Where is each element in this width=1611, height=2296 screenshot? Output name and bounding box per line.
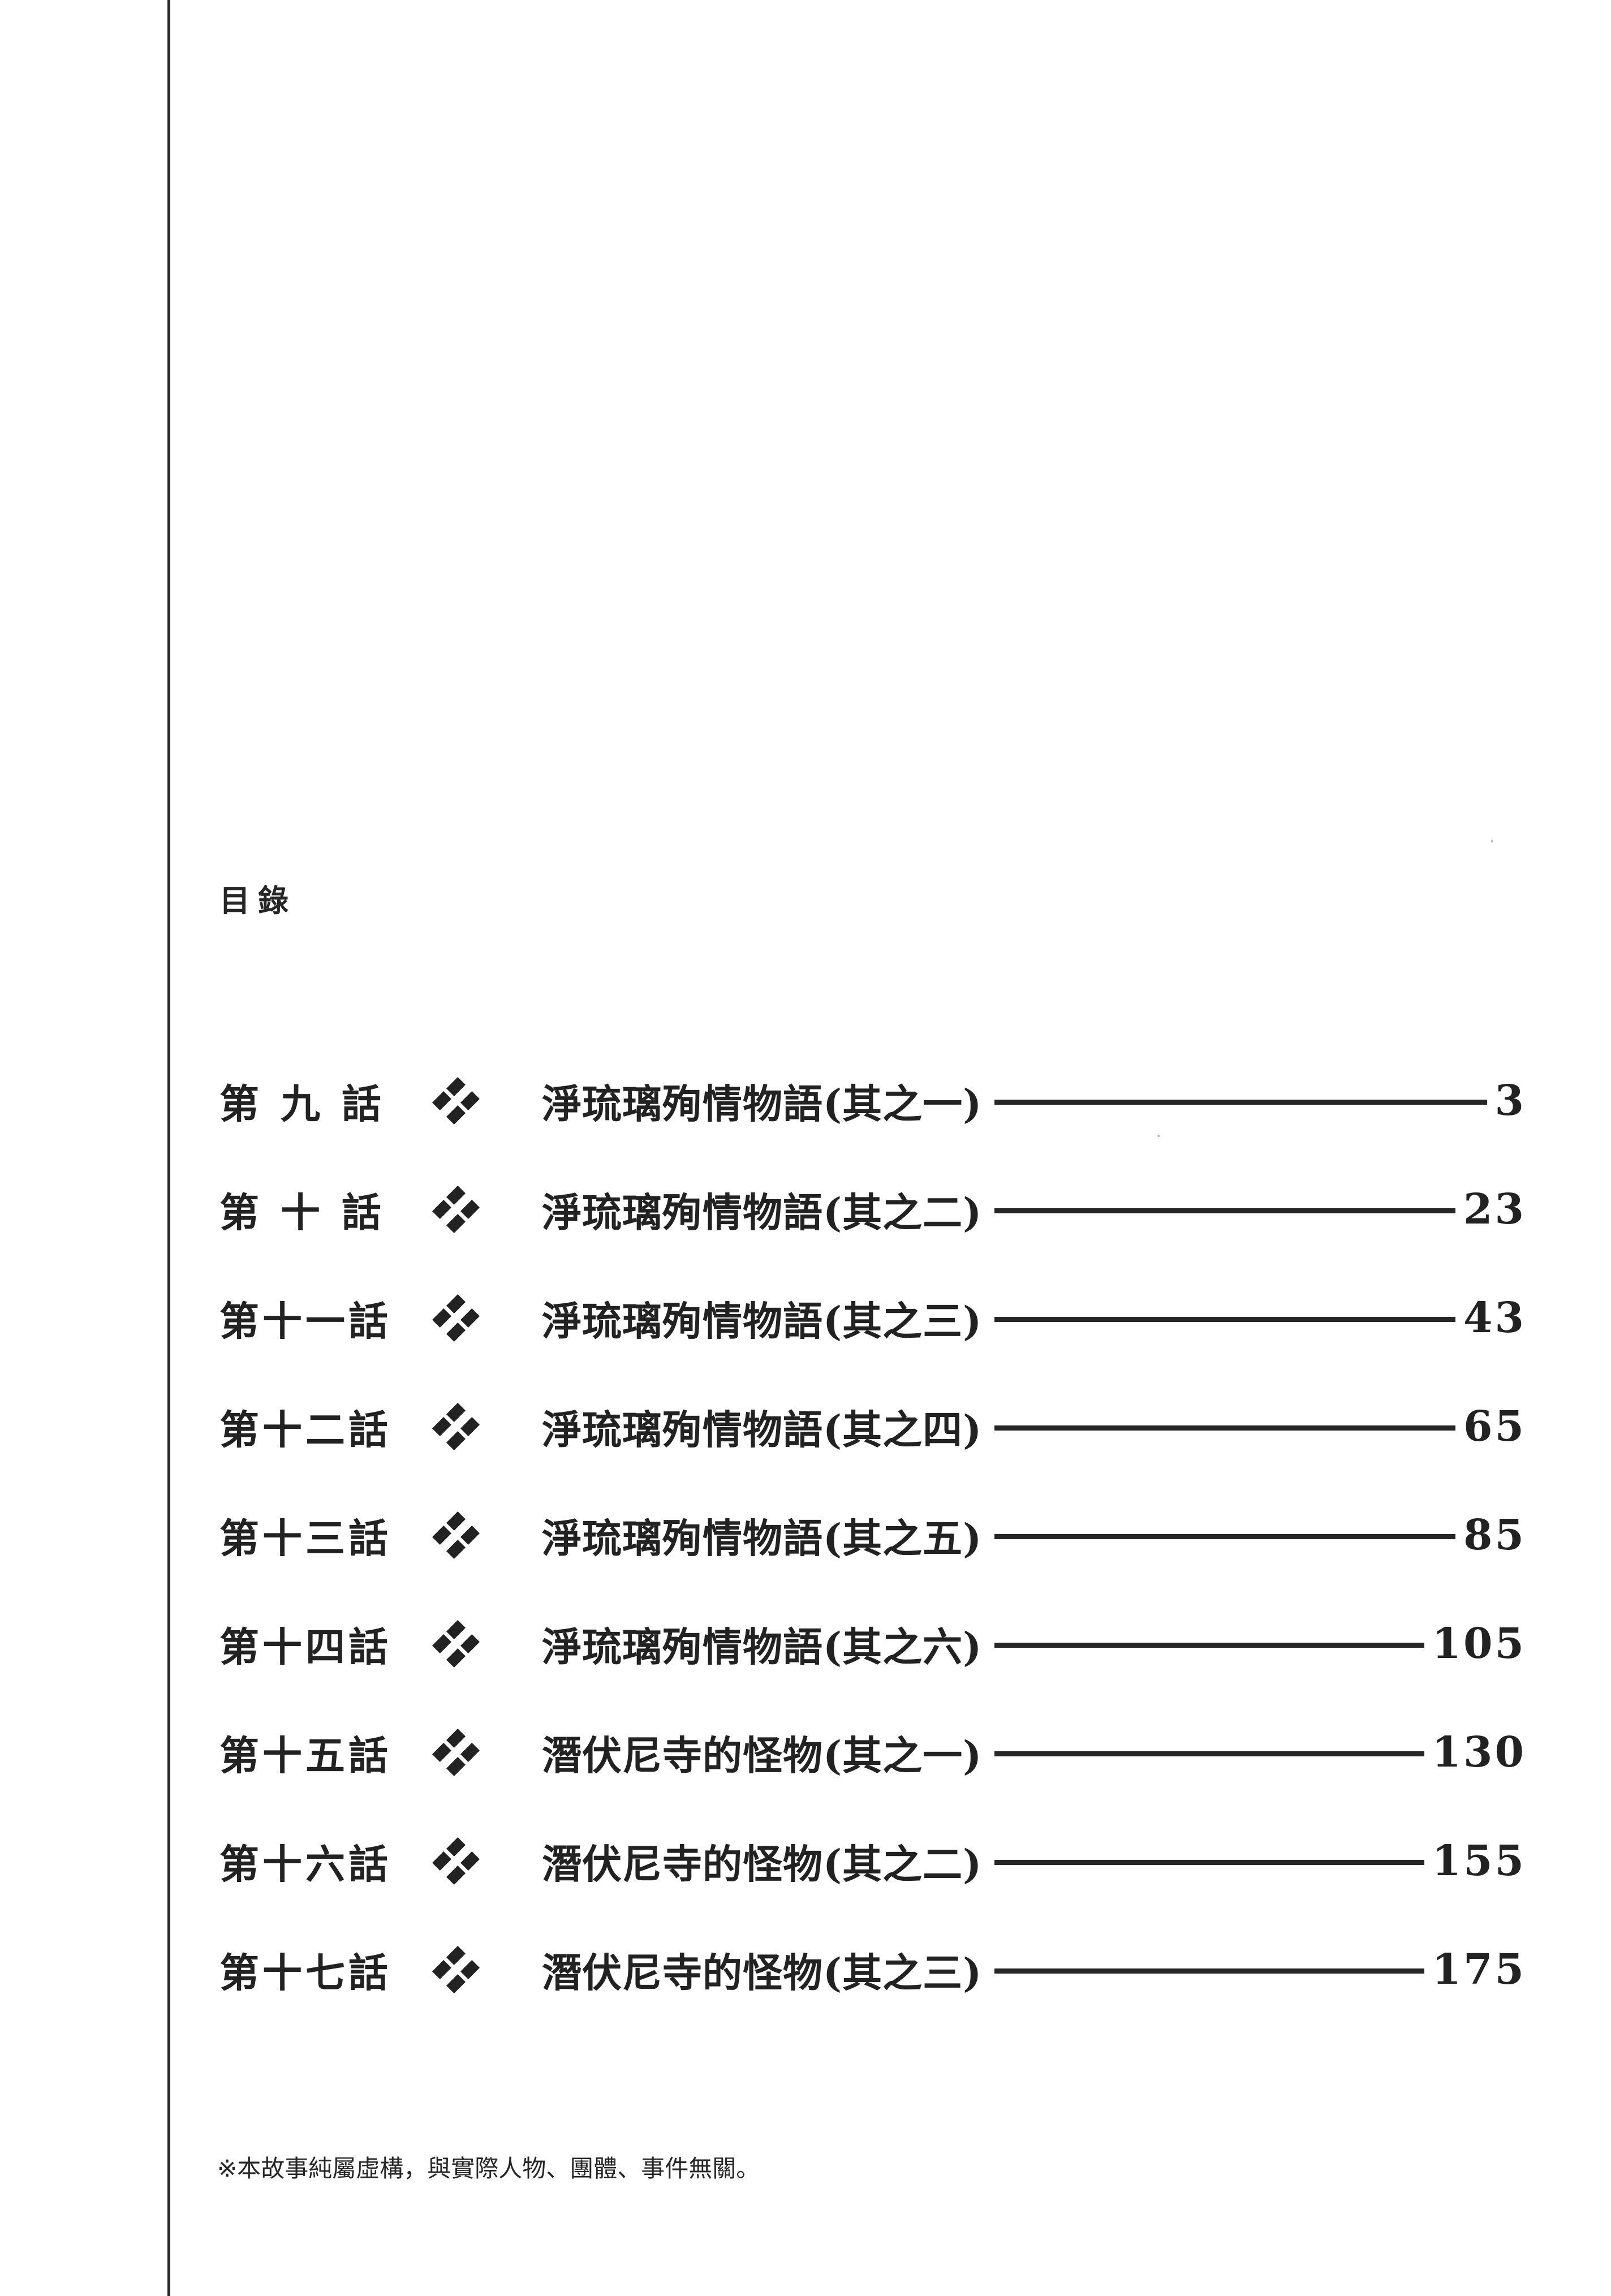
chapter-title: 潛伏尼寺的怪物(其之二): [542, 1840, 983, 1888]
print-speck: [1491, 839, 1493, 843]
four-diamond-ornament-icon: [432, 1402, 480, 1451]
four-diamond-ornament-icon: [432, 1728, 480, 1777]
four-diamond-ornament-icon: [432, 1294, 480, 1342]
chapter-number: 第十話: [219, 1188, 403, 1236]
four-diamond-ornament-icon: [432, 1511, 480, 1560]
chapter-number: 第十三話: [219, 1514, 389, 1562]
toc-entry[interactable]: 第十三話 淨琉璃殉情物語(其之五) 85: [219, 1481, 1526, 1589]
toc-entry[interactable]: 第十二話 淨琉璃殉情物語(其之四) 65: [219, 1372, 1526, 1481]
leader-line: [994, 1208, 1456, 1213]
chapter-title: 淨琉璃殉情物語(其之四): [542, 1406, 983, 1453]
page-number: 43: [1463, 1294, 1526, 1342]
leader-line: [994, 1099, 1487, 1105]
four-diamond-ornament-icon: [432, 1619, 480, 1668]
page-number: 130: [1432, 1728, 1526, 1777]
page-number: 105: [1432, 1619, 1526, 1668]
chapter-title: 淨琉璃殉情物語(其之三): [542, 1297, 983, 1345]
binding-margin-line: [167, 0, 170, 2296]
page-number: 85: [1463, 1511, 1526, 1560]
toc-entry[interactable]: 第十一話 淨琉璃殉情物語(其之三) 43: [219, 1264, 1526, 1372]
chapter-number: 第十五話: [219, 1731, 389, 1779]
page-number: 175: [1432, 1945, 1526, 1994]
chapter-title: 淨琉璃殉情物語(其之五): [542, 1514, 983, 1562]
toc-entry[interactable]: 第九話 淨琉璃殉情物語(其之一) 3: [219, 1046, 1526, 1155]
leader-line: [994, 1316, 1456, 1322]
toc-entry[interactable]: 第十七話 潛伏尼寺的怪物(其之三) 175: [219, 1915, 1526, 2024]
four-diamond-ornament-icon: [432, 1076, 480, 1125]
leader-line: [994, 1642, 1424, 1648]
leader-line: [994, 1533, 1456, 1539]
toc-entry[interactable]: 第十話 淨琉璃殉情物語(其之二) 23: [219, 1155, 1526, 1264]
chapter-title: 淨琉璃殉情物語(其之一): [542, 1080, 983, 1127]
chapter-number: 第十六話: [219, 1840, 389, 1888]
chapter-title: 淨琉璃殉情物語(其之六): [542, 1623, 983, 1670]
chapter-number: 第十一話: [219, 1297, 389, 1345]
page-number: 23: [1463, 1185, 1526, 1234]
print-speck: [1157, 1135, 1160, 1137]
chapter-number: 第十七話: [219, 1949, 389, 1996]
four-diamond-ornament-icon: [432, 1185, 480, 1234]
toc-heading: 目錄: [219, 883, 296, 919]
leader-line: [994, 1751, 1424, 1756]
leader-line: [994, 1859, 1424, 1865]
page-number: 3: [1494, 1076, 1526, 1125]
chapter-title: 淨琉璃殉情物語(其之二): [542, 1188, 983, 1236]
fiction-disclaimer: ※本故事純屬虛構，與實際人物、團體、事件無關。: [217, 2155, 760, 2182]
chapter-number: 第十四話: [219, 1623, 389, 1670]
page-number: 65: [1463, 1402, 1526, 1451]
chapter-title: 潛伏尼寺的怪物(其之三): [542, 1949, 983, 1996]
four-diamond-ornament-icon: [432, 1837, 480, 1885]
toc-list: 第九話 淨琉璃殉情物語(其之一) 3 第十話 淨琉璃殉情物語(其之二) 23 第…: [219, 1046, 1526, 2024]
toc-entry[interactable]: 第十五話 潛伏尼寺的怪物(其之一) 130: [219, 1698, 1526, 1807]
chapter-title: 潛伏尼寺的怪物(其之一): [542, 1731, 983, 1779]
chapter-number: 第九話: [219, 1080, 403, 1127]
chapter-number: 第十二話: [219, 1406, 389, 1453]
leader-line: [994, 1425, 1456, 1431]
four-diamond-ornament-icon: [432, 1945, 480, 1994]
page-number: 155: [1432, 1837, 1526, 1885]
leader-line: [994, 1968, 1424, 1974]
toc-entry[interactable]: 第十四話 淨琉璃殉情物語(其之六) 105: [219, 1589, 1526, 1698]
toc-entry[interactable]: 第十六話 潛伏尼寺的怪物(其之二) 155: [219, 1807, 1526, 1915]
